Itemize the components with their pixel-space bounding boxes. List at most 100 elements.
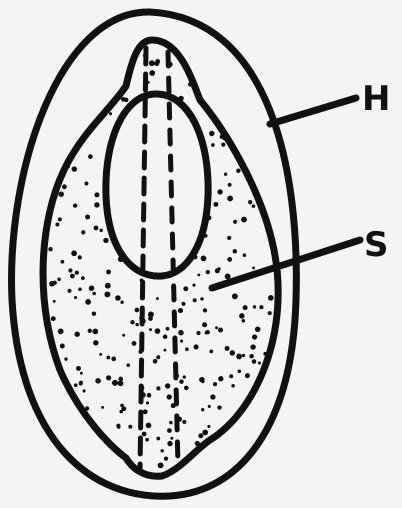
stipple-dot — [209, 350, 213, 354]
stipple-dot — [194, 344, 199, 349]
stipple-dot — [122, 334, 125, 337]
stipple-dot — [156, 437, 160, 441]
stipple-dot — [231, 384, 235, 388]
stipple-dot — [252, 204, 256, 208]
stipple-dot — [146, 401, 149, 404]
stipple-dot — [135, 308, 140, 313]
stipple-dot — [158, 462, 164, 468]
stipple-dot — [238, 370, 242, 374]
stipple-dot — [146, 423, 152, 429]
stipple-dot — [243, 305, 248, 310]
stipple-dot — [165, 383, 170, 388]
stipple-dot — [241, 217, 247, 223]
stipple-dot — [259, 305, 263, 309]
stipple-dot — [135, 323, 138, 326]
stipple-dot — [263, 352, 267, 356]
stipple-dot — [246, 178, 249, 181]
stipple-dot — [227, 257, 232, 262]
stipple-dot — [116, 424, 120, 428]
stipple-dot — [274, 320, 279, 325]
stipple-dot — [233, 220, 237, 224]
stipple-dot — [94, 202, 99, 207]
stipple-dot — [60, 344, 65, 349]
stipple-dot — [84, 182, 88, 186]
stipple-dot — [183, 375, 186, 378]
stipple-dot — [156, 355, 160, 359]
stipple-dot — [99, 353, 102, 356]
stipple-dot — [222, 135, 228, 141]
stipple-dot — [156, 297, 159, 300]
stipple-dot — [99, 229, 102, 232]
stipple-dot — [164, 456, 168, 460]
stipple-dot — [201, 408, 204, 411]
stipple-dot — [85, 299, 91, 305]
stipple-dot — [258, 362, 261, 365]
stipple-dot — [206, 270, 210, 274]
stipple-dot — [230, 350, 235, 355]
stipple-dot — [49, 281, 55, 287]
stipple-dot — [182, 420, 186, 424]
stipple-dot — [156, 386, 160, 390]
stipple-dot — [112, 380, 118, 386]
stipple-dot — [242, 319, 246, 323]
stipple-dot — [53, 300, 56, 303]
stipple-dot — [207, 425, 210, 428]
stipple-dot — [239, 313, 244, 318]
stipple-dot — [181, 302, 185, 306]
stipple-dot — [213, 382, 217, 386]
stipple-dot — [261, 368, 265, 372]
stipple-dot — [227, 195, 233, 201]
stipple-dot — [67, 289, 71, 293]
stipple-dot — [203, 308, 207, 312]
stipple-dot — [206, 330, 210, 334]
stipple-dot — [167, 394, 172, 399]
stipple-dot — [236, 353, 242, 359]
stipple-dot — [88, 154, 93, 159]
stipple-dot — [71, 250, 77, 256]
stipple-dot — [109, 112, 112, 115]
stipple-dot — [178, 308, 183, 313]
stipple-dot — [115, 295, 121, 301]
stipple-dot — [130, 320, 134, 324]
stipple-dot — [196, 331, 200, 335]
stipple-dot — [218, 327, 223, 332]
stipple-dot — [209, 131, 214, 136]
stipple-dot — [236, 168, 240, 172]
stipple-dot — [105, 283, 111, 289]
stipple-dot — [106, 270, 111, 275]
stipple-dot — [178, 330, 184, 336]
stipple-dot — [225, 273, 231, 279]
stipple-dot — [61, 260, 65, 264]
stipple-dot — [210, 394, 215, 399]
leader-line-s — [212, 240, 360, 288]
label-h: H — [362, 82, 390, 116]
stipple-dot — [104, 291, 110, 297]
stipple-dot — [213, 202, 218, 207]
leader-line-h — [270, 98, 356, 124]
stipple-dot — [51, 316, 56, 321]
stipple-dot — [85, 214, 90, 219]
stipple-dot — [252, 334, 257, 339]
stipple-dot — [252, 359, 257, 364]
stipple-dot — [68, 268, 72, 272]
stipple-dot — [201, 255, 207, 261]
stipple-dot — [228, 183, 232, 187]
stipple-dot — [115, 448, 120, 453]
stipple-dot — [202, 430, 208, 436]
stipple-dot — [242, 354, 245, 357]
stipple-dot — [118, 380, 124, 386]
stipple-dot — [79, 381, 83, 385]
embryo-outline — [106, 94, 208, 276]
stipple-dot — [163, 334, 168, 339]
stipple-dot — [233, 249, 238, 254]
stipple-dot — [94, 192, 99, 197]
stipple-dot — [81, 230, 85, 234]
stipple-dot — [250, 344, 255, 349]
stipple-dot — [208, 405, 211, 408]
stipple-dot — [193, 298, 197, 302]
stipple-dot — [163, 349, 166, 352]
stipple-dot — [243, 253, 247, 257]
stipple-dot — [121, 406, 126, 411]
